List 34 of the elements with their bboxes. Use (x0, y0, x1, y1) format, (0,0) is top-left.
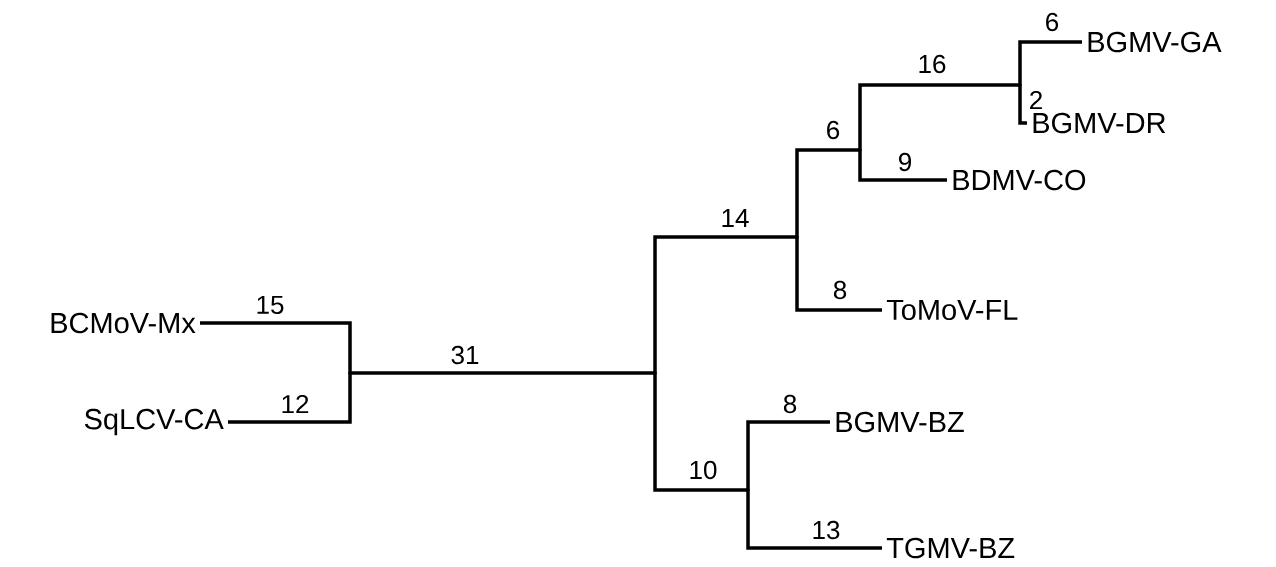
tree-branch (795, 237, 882, 312)
tree-branch (1018, 40, 1082, 85)
branch-length: 9 (899, 152, 911, 172)
tree-branch (795, 148, 860, 237)
taxon-label: ToMoV-FL (886, 299, 1018, 321)
branch-length: 8 (783, 394, 797, 414)
branch-length: 10 (690, 460, 717, 480)
tree-branch (228, 373, 352, 424)
tree-branch (746, 420, 830, 490)
branch-length: 13 (813, 520, 840, 540)
branch-length: 31 (451, 345, 479, 365)
branch-length: 14 (722, 209, 749, 227)
tree-branch (653, 373, 748, 492)
tree-branch (350, 371, 655, 375)
taxon-label: BGMV-BZ (836, 411, 964, 433)
taxon-label: BGMV-GA (1088, 31, 1222, 53)
branch-length: 15 (257, 295, 284, 315)
branch-length: 6 (1046, 12, 1059, 32)
taxon-label: BGMV-DR (1033, 112, 1166, 134)
tree-branch (746, 490, 882, 550)
tree-branch (1018, 85, 1027, 125)
taxon-label: SqLCV-CA (84, 408, 224, 436)
branch-length: 2 (1030, 90, 1042, 110)
tree-branch (858, 150, 947, 182)
taxon-label: TGMV-BZ (886, 537, 1015, 559)
tree-branch (653, 235, 797, 373)
branch-length: 8 (833, 280, 847, 300)
tree-branch (200, 321, 352, 373)
taxon-label: BCMoV-Mx (51, 312, 196, 334)
taxon-label: BDMV-CO (953, 169, 1086, 191)
tree-branch (858, 83, 1020, 150)
branch-length: 16 (919, 54, 946, 74)
branch-length: 6 (827, 120, 840, 140)
branch-length: 12 (282, 394, 309, 414)
